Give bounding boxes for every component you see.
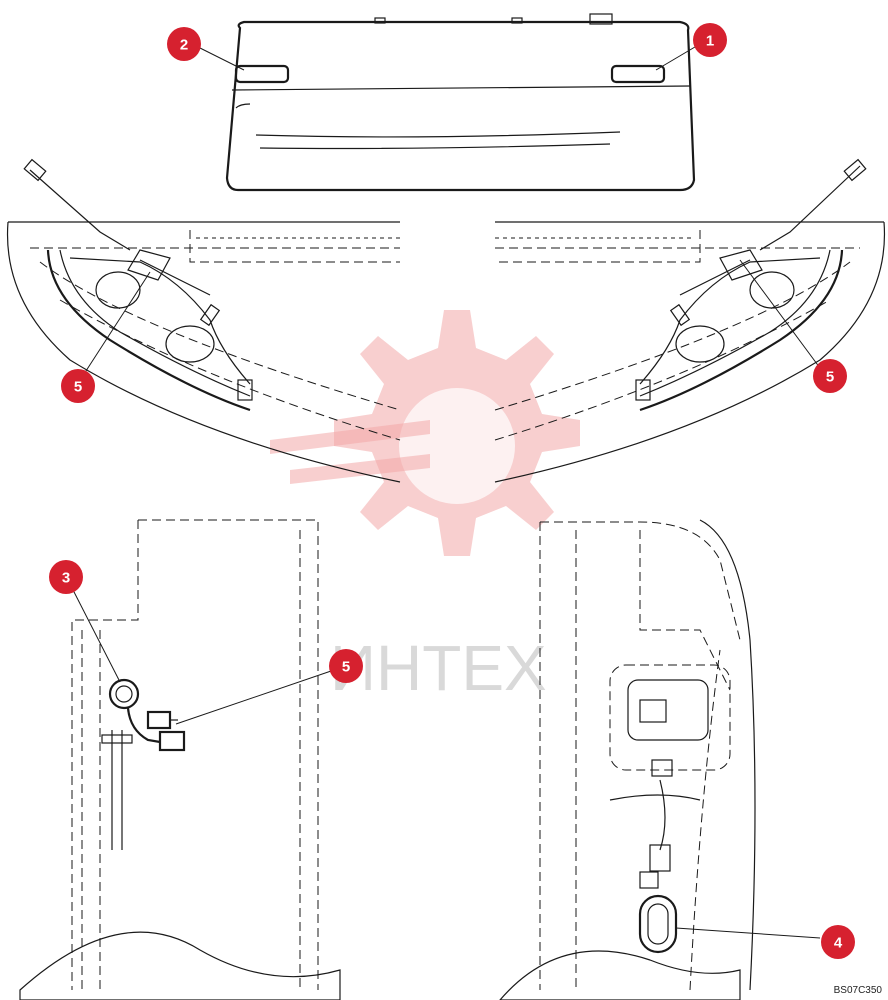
- leader-line-5-right-lamp: [739, 259, 821, 369]
- left-lamp-assembly: [6, 158, 401, 483]
- svg-text:2: 2: [180, 37, 188, 54]
- leader-line-5-left-lamp: [83, 271, 151, 375]
- figure-code: BS07C350: [833, 985, 882, 996]
- leader-line-2: [195, 45, 245, 71]
- callout-1: 1: [693, 23, 727, 57]
- svg-text:3: 3: [62, 570, 70, 587]
- harness-ring-3: [108, 678, 140, 710]
- leader-line-1: [655, 43, 701, 71]
- leader-line-5-pillar: [175, 669, 335, 725]
- callout-5-right-lamp: 5: [813, 359, 847, 393]
- svg-text:1: 1: [706, 33, 714, 50]
- rear-light-left: [234, 64, 290, 84]
- svg-text:4: 4: [834, 935, 843, 952]
- svg-text:5: 5: [826, 369, 834, 386]
- svg-text:5: 5: [342, 659, 350, 676]
- callout-4: 4: [821, 925, 855, 959]
- right-lamp-assembly: [494, 158, 886, 483]
- callout-2: 2: [167, 27, 201, 61]
- callout-5-pillar: 5: [329, 649, 363, 683]
- svg-text:5: 5: [74, 379, 82, 396]
- connector-5-left-pillar: [126, 707, 186, 752]
- watermark-gear-logo: [270, 310, 580, 556]
- rear-light-right: [610, 64, 666, 84]
- right-pillar-view: [499, 519, 756, 1000]
- callout-3: 3: [49, 560, 83, 594]
- leader-line-3: [71, 587, 121, 683]
- callout-5-left-lamp: 5: [61, 369, 95, 403]
- left-pillar-view: [19, 519, 341, 1000]
- grommet-4: [638, 894, 678, 954]
- watermark-text: ИНТЕХ: [330, 632, 547, 704]
- leader-line-4: [675, 927, 821, 939]
- rear-panel: [225, 13, 696, 192]
